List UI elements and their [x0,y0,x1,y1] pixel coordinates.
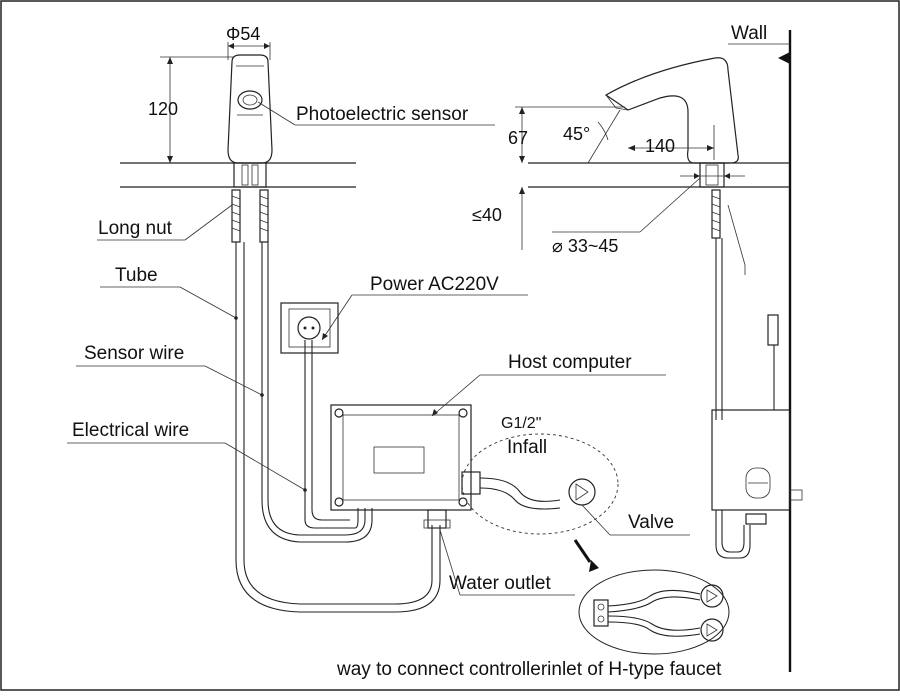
dimension-120: 120 [148,56,234,163]
label-long-nut: Long nut [98,218,173,239]
label-sensor-wire: Sensor wire [84,343,184,364]
label-40: ≤40 [472,205,502,225]
label-host-computer: Host computer [508,352,632,373]
label-g12: G1/2" [501,415,541,432]
label-infall: Infall [507,437,547,458]
h-type-connection [593,584,724,642]
host-computer-box [330,404,472,529]
label-photoelectric-sensor: Photoelectric sensor [296,104,469,125]
dimension-140: 140 [628,125,715,160]
dimension-40: ≤40 [472,187,525,250]
label-power: Power AC220V [370,274,499,295]
infall-valve [461,471,596,510]
label-120: 120 [148,99,178,119]
label-tube: Tube [115,265,158,286]
infall-detail-outline [461,433,619,535]
side-faucet [528,30,803,672]
label-electrical-wire: Electrical wire [72,420,189,441]
label-hole-diameter: ⌀ 33~45 [552,236,618,256]
dimension-67: 67 [508,106,625,163]
label-45-degree: 45° [563,124,590,144]
dimension-phi54: Φ54 [226,24,271,60]
power-socket [280,302,339,354]
h-type-detail-outline [578,569,730,655]
caption: way to connect controllerinlet of H-type… [336,659,722,680]
tubes-and-wires [235,242,441,613]
label-phi54: Φ54 [226,24,260,44]
label-67: 67 [508,128,528,148]
label-wall: Wall [731,23,767,44]
label-valve: Valve [628,512,674,533]
label-140: 140 [645,136,675,156]
label-water-outlet: Water outlet [449,573,551,594]
front-faucet [120,54,356,243]
